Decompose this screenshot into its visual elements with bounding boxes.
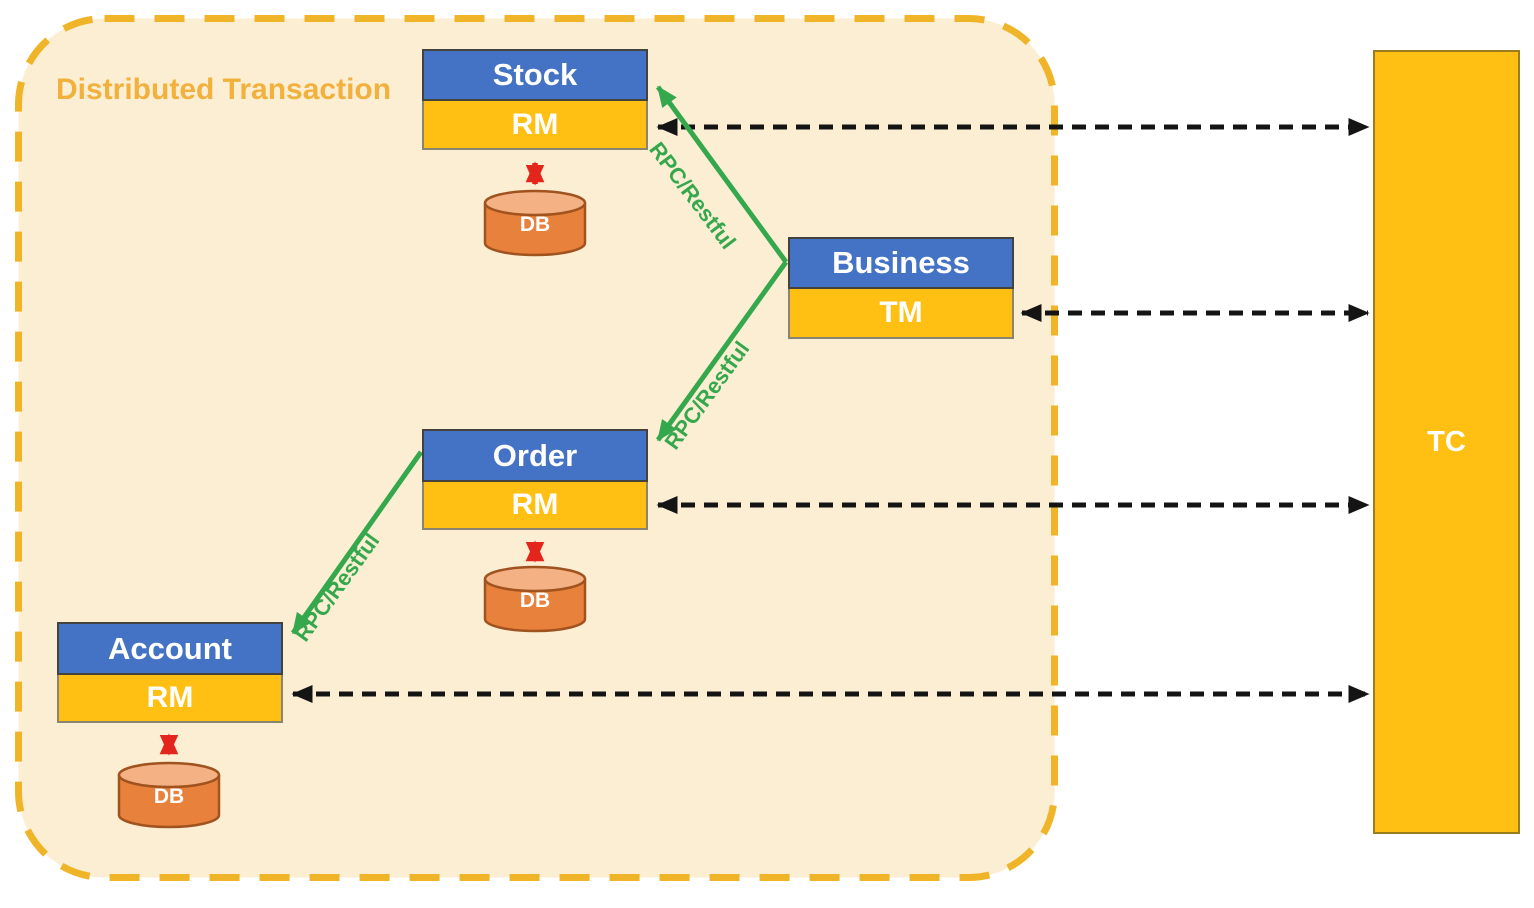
stock-rm-label: RM (422, 101, 648, 150)
db-cylinder-shape (483, 189, 587, 257)
db-cylinder-shape (483, 565, 587, 633)
business-stock-rpc-arrow (655, 85, 789, 264)
business-header: Business (788, 237, 1014, 289)
order-db-cylinder: DB (482, 565, 588, 633)
order-header: Order (422, 429, 648, 482)
db-cylinder-shape (117, 761, 221, 829)
business-order-rpc-arrow (655, 260, 789, 442)
account-db-cylinder: DB (116, 761, 222, 829)
stock-db-cylinder: DB (482, 189, 588, 257)
stock-db-label: DB (519, 213, 551, 236)
business-tm-label: TM (788, 289, 1014, 339)
tc-coordinator-box: TC (1373, 50, 1520, 834)
order-service-node: Order RM (422, 429, 648, 530)
order-db-label: DB (519, 589, 551, 612)
account-db-label: DB (153, 785, 185, 808)
stock-service-node: Stock RM (422, 49, 648, 150)
order-rm-label: RM (422, 482, 648, 530)
order-account-rpc-arrow (290, 450, 424, 635)
account-service-node: Account RM (57, 622, 283, 723)
container-title: Distributed Transaction (56, 73, 392, 106)
account-header: Account (57, 622, 283, 675)
stock-header: Stock (422, 49, 648, 101)
business-node: Business TM (788, 237, 1014, 339)
account-rm-label: RM (57, 675, 283, 723)
